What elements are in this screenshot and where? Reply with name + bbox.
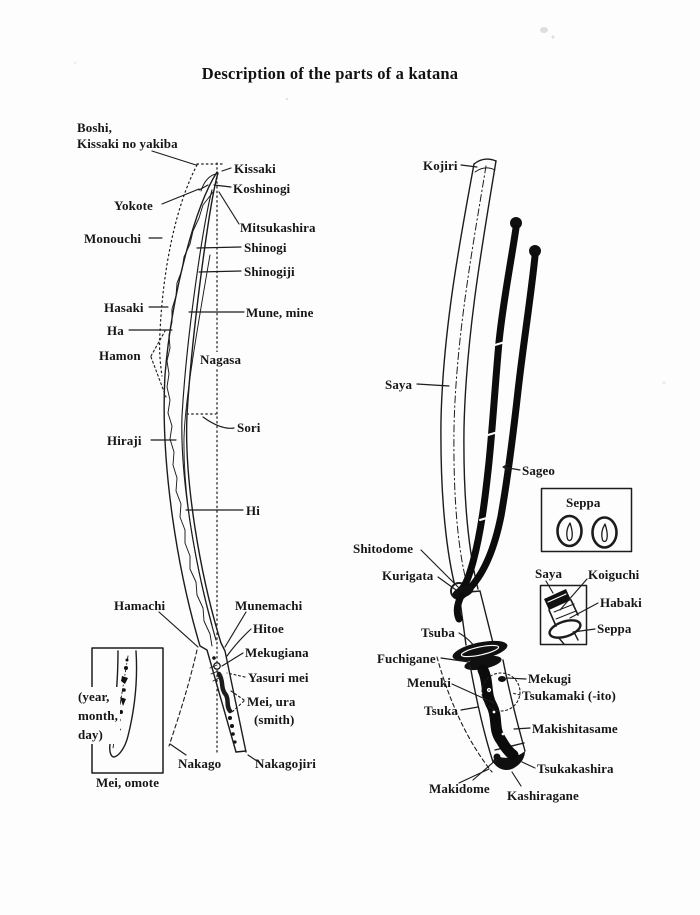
- label-yasuri-mei: Yasuri mei: [248, 670, 309, 685]
- label-boshi: Boshi, Kissaki no yakiba: [77, 120, 178, 151]
- label-habaki: Habaki: [600, 595, 642, 610]
- label-shinogiji: Shinogiji: [244, 264, 295, 279]
- sageo-cord: [452, 217, 541, 623]
- label-hi: Hi: [246, 503, 260, 518]
- label-hitoe: Hitoe: [253, 621, 284, 636]
- label-year-month-day: (year, month, day): [76, 687, 120, 744]
- mei-strokes: [212, 656, 237, 744]
- label-saya: Saya: [385, 377, 413, 392]
- label-hamachi: Hamachi: [114, 598, 166, 613]
- saya-diagram: [436, 158, 541, 773]
- page-title: Description of the parts of a katana: [201, 64, 459, 83]
- label-hiraji: Hiraji: [107, 433, 142, 448]
- label-nagasa: Nagasa: [198, 352, 244, 368]
- label-munemachi: Munemachi: [235, 598, 303, 613]
- label-saya-inset: Saya: [535, 566, 563, 581]
- label-monouchi: Monouchi: [84, 231, 142, 246]
- label-shitodome: Shitodome: [353, 541, 414, 556]
- label-mune-mine: Mune, mine: [246, 305, 314, 320]
- scan-specks: [73, 27, 666, 385]
- tsuba-drawing: [452, 640, 508, 671]
- label-mei-ura: Mei, ura: [247, 694, 296, 709]
- label-tsukakashira: Tsukakashira: [537, 761, 614, 776]
- label-fuchigane: Fuchigane: [377, 651, 436, 666]
- blade-diagram: [150, 162, 247, 754]
- blade-leader-lines: [128, 150, 258, 762]
- label-koiguchi: Koiguchi: [588, 567, 640, 582]
- tsuka-drawing: [436, 656, 526, 773]
- label-sageo: Sageo: [522, 463, 555, 478]
- label-menuki: Menuki: [407, 675, 451, 690]
- label-kissaki: Kissaki: [234, 161, 276, 176]
- label-mekugiana: Mekugiana: [245, 645, 309, 660]
- saya-leader-lines: [416, 164, 536, 787]
- label-nakago: Nakago: [178, 756, 222, 771]
- label-shinogi: Shinogi: [244, 240, 287, 255]
- label-ha: Ha: [107, 323, 124, 338]
- label-hamon: Hamon: [99, 348, 141, 363]
- koiguchi-inset-drawing: [539, 578, 599, 646]
- label-tsuba: Tsuba: [421, 625, 455, 640]
- label-mekugi: Mekugi: [528, 671, 572, 686]
- label-koshinogi: Koshinogi: [233, 181, 291, 196]
- label-makishitasame: Makishitasame: [532, 721, 618, 736]
- label-kojiri: Kojiri: [423, 158, 458, 173]
- label-nakagojiri: Nakagojiri: [255, 756, 316, 771]
- label-kurigata: Kurigata: [382, 568, 434, 583]
- label-tsuka: Tsuka: [424, 703, 458, 718]
- label-hasaki: Hasaki: [104, 300, 144, 315]
- label-mei-omote: Mei, omote: [96, 775, 160, 790]
- label-kashiragane: Kashiragane: [507, 788, 579, 803]
- label-sori: Sori: [237, 420, 261, 435]
- label-smith: (smith): [254, 712, 295, 727]
- label-yokote: Yokote: [114, 198, 153, 213]
- label-mitsukashira: Mitsukashira: [240, 220, 316, 235]
- label-seppa-box-title: Seppa: [566, 495, 601, 510]
- label-tsukamaki: Tsukamaki (-ito): [522, 688, 616, 703]
- seppa-inset-drawing: [540, 487, 633, 553]
- label-seppa-inset: Seppa: [597, 621, 632, 636]
- label-makidome: Makidome: [429, 781, 490, 796]
